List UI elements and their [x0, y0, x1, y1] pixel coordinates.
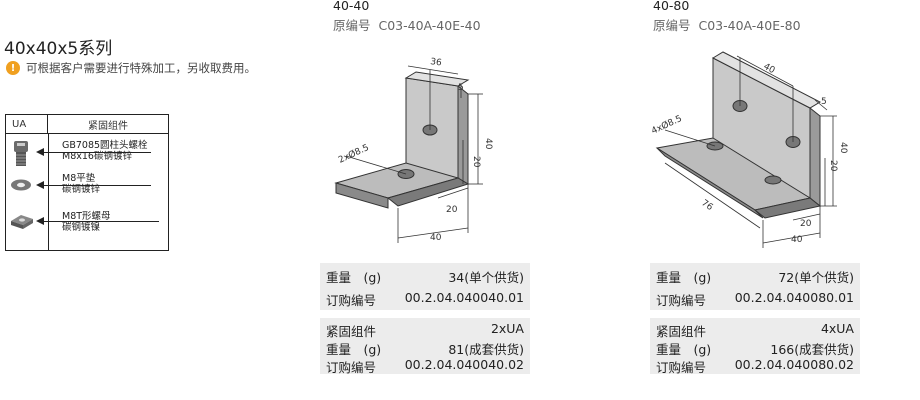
series-title: 40x40x5系列 — [4, 39, 113, 59]
fastener-col-header: 紧固组件 — [88, 120, 128, 132]
dim-5: 5 — [458, 83, 464, 93]
product-code-40-40: 40-40 — [333, 0, 370, 13]
dim-20-vertical-80: 20 — [828, 160, 838, 172]
dim-5-80: 5 — [821, 97, 827, 107]
ua-table-header: UA 紧固组件 — [6, 115, 168, 134]
cap-screw-icon — [14, 141, 28, 166]
dim-40-width: 40 — [430, 233, 442, 243]
hole-spec-40-80: 4xØ8.5 — [650, 113, 684, 137]
dim-40-top: 40 — [762, 62, 777, 76]
note-text: 可根据客户需要进行特殊加工，另收取费用。 — [26, 61, 256, 75]
washer-pointer-arrow — [36, 181, 151, 189]
product-code-40-80: 40-80 — [653, 0, 690, 13]
ua-fastener-table: UA 紧固组件 GB7085圆柱头螺栓 M8x16碳钢镀锌 M8平垫 碳钢镀锌 … — [5, 114, 169, 251]
ua-col-header: UA — [6, 115, 48, 133]
dim-76: 76 — [699, 198, 714, 213]
dim-36: 36 — [430, 57, 443, 69]
dim-20-horizontal: 20 — [446, 205, 458, 215]
bracket-40-40-drawing: 36 5 40 20 20 40 2xØ8.5 — [334, 57, 493, 243]
dim-40-width-80: 40 — [791, 235, 803, 245]
exclamation-icon: ! — [6, 61, 20, 75]
tnut-pointer-arrow — [36, 217, 159, 225]
ua-item-tnut: M8T形螺母 碳钢镀镍 — [62, 211, 111, 233]
dim-40-height: 40 — [483, 138, 493, 150]
ua-item-washer: M8平垫 碳钢镀锌 — [62, 173, 101, 195]
original-code-40-40: 原编号 C03-40A-40E-40 — [333, 18, 481, 33]
washer-icon — [11, 179, 31, 191]
original-code-40-80: 原编号 C03-40A-40E-80 — [653, 18, 801, 33]
dim-20-vertical: 20 — [471, 156, 481, 168]
ua-item-screw: GB7085圆柱头螺栓 M8x16碳钢镀锌 — [62, 140, 148, 162]
dim-20-horizontal-80: 20 — [800, 219, 812, 229]
dim-40-height-80: 40 — [838, 142, 848, 154]
t-nut-icon — [11, 215, 33, 229]
bracket-40-80-drawing: 40 5 40 20 76 20 40 4xØ8.5 — [650, 51, 848, 248]
screw-pointer-arrow — [36, 148, 151, 156]
custom-processing-note: ! 可根据客户需要进行特殊加工，另收取费用。 — [6, 60, 256, 76]
